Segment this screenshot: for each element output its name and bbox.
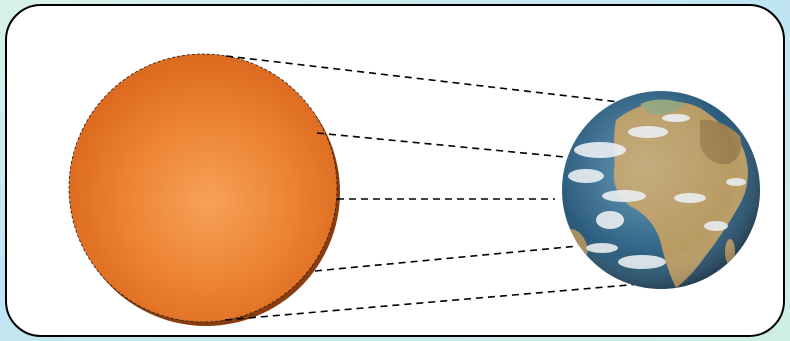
light-ray (317, 133, 565, 157)
light-ray (315, 246, 578, 271)
earth-globe-icon (562, 91, 760, 289)
sun-icon (69, 54, 340, 326)
